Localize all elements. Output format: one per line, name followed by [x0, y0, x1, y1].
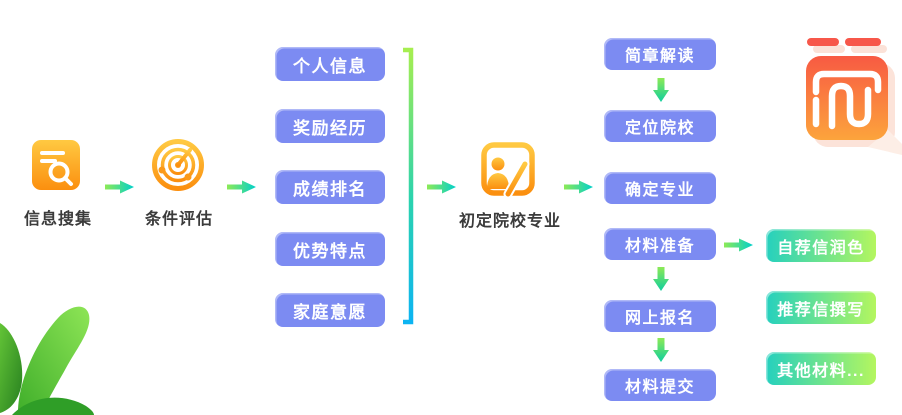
- down-arrow-icon: [653, 267, 669, 291]
- stage-label-condition-evaluation: 条件评估: [144, 211, 213, 228]
- step-pill-confirm-major: 确定专业: [604, 172, 716, 204]
- right-arrow-icon: [724, 238, 753, 252]
- material-pill-other: 其他材料...: [766, 352, 876, 385]
- step-pill-online-registration: 网上报名: [604, 300, 716, 332]
- stage-label-preliminary-school-major: 初定院校专业: [458, 213, 561, 230]
- down-arrow-icon: [653, 338, 669, 362]
- step-pill-brochure-reading: 简章解读: [604, 38, 716, 70]
- factor-pill-award-experience: 奖励经历: [275, 109, 385, 143]
- person-document-icon: [481, 142, 535, 198]
- right-arrow-icon: [105, 180, 134, 194]
- right-arrow-icon: [564, 180, 593, 194]
- bracket-connector: [403, 47, 414, 325]
- factor-pill-grade-ranking: 成绩排名: [275, 170, 385, 204]
- step-pill-material-prep: 材料准备: [604, 228, 716, 260]
- material-pill-recommendation: 推荐信撰写: [766, 291, 876, 324]
- brand-logo-icon: [806, 38, 902, 155]
- down-arrow-icon: [653, 78, 669, 102]
- factor-pill-family-wishes: 家庭意愿: [275, 293, 385, 327]
- leaf-plant-decoration: [0, 306, 94, 415]
- step-pill-target-schools: 定位院校: [604, 110, 716, 142]
- material-pill-cover-letter: 自荐信润色: [766, 229, 876, 262]
- document-search-icon: [32, 140, 80, 190]
- factor-pill-personal-info: 个人信息: [275, 47, 385, 81]
- radar-icon: [152, 139, 204, 191]
- right-arrow-icon: [227, 180, 256, 194]
- right-arrow-icon: [427, 180, 456, 194]
- step-pill-material-submit: 材料提交: [604, 369, 716, 401]
- stage-label-info-gathering: 信息搜集: [23, 211, 92, 228]
- factor-pill-strengths: 优势特点: [275, 232, 385, 266]
